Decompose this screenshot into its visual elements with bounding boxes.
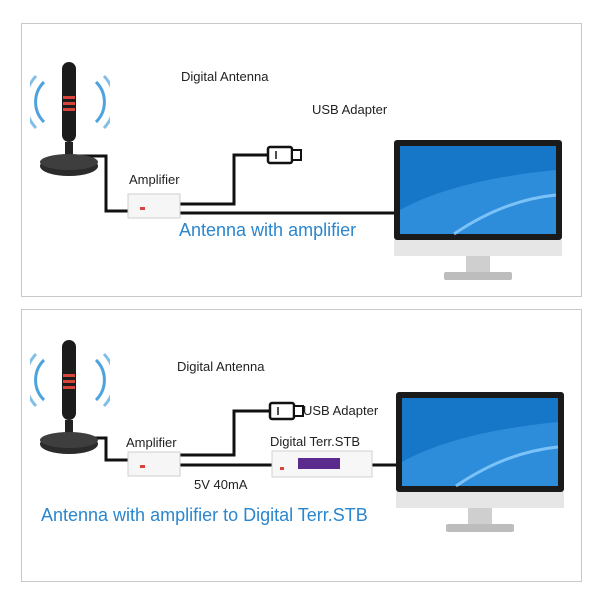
panel-antenna-with-amplifier-to-stb: Digital Antenna USB Adapter Amplifier Di… [21,309,582,582]
amplifier-box [127,193,181,219]
amplifier-label: Amplifier [129,172,180,187]
amplifier-label: Amplifier [126,435,177,450]
usb-plug-icon [266,145,302,165]
power-label: 5V 40mA [194,477,248,492]
digital-antenna-label: Digital Antenna [177,359,265,374]
usb-adapter-label: USB Adapter [312,102,388,117]
panel-caption: Antenna with amplifier to Digital Terr.S… [41,505,368,525]
panel-caption: Antenna with amplifier [179,220,357,240]
antenna-icon [30,62,110,176]
set-top-box [271,450,373,478]
usb-plug-icon [268,401,304,421]
amplifier-box [127,451,181,477]
panel-antenna-with-amplifier: Digital Antenna USB Adapter Amplifier An… [21,23,582,297]
monitor-icon [396,392,564,532]
digital-antenna-label: Digital Antenna [181,69,269,84]
connection-wires [74,145,402,219]
monitor-icon [394,140,562,280]
antenna-icon [30,340,110,454]
connection-wires [74,401,402,478]
usb-adapter-label: USB Adapter [303,403,379,418]
stb-label: Digital Terr.STB [270,434,361,449]
